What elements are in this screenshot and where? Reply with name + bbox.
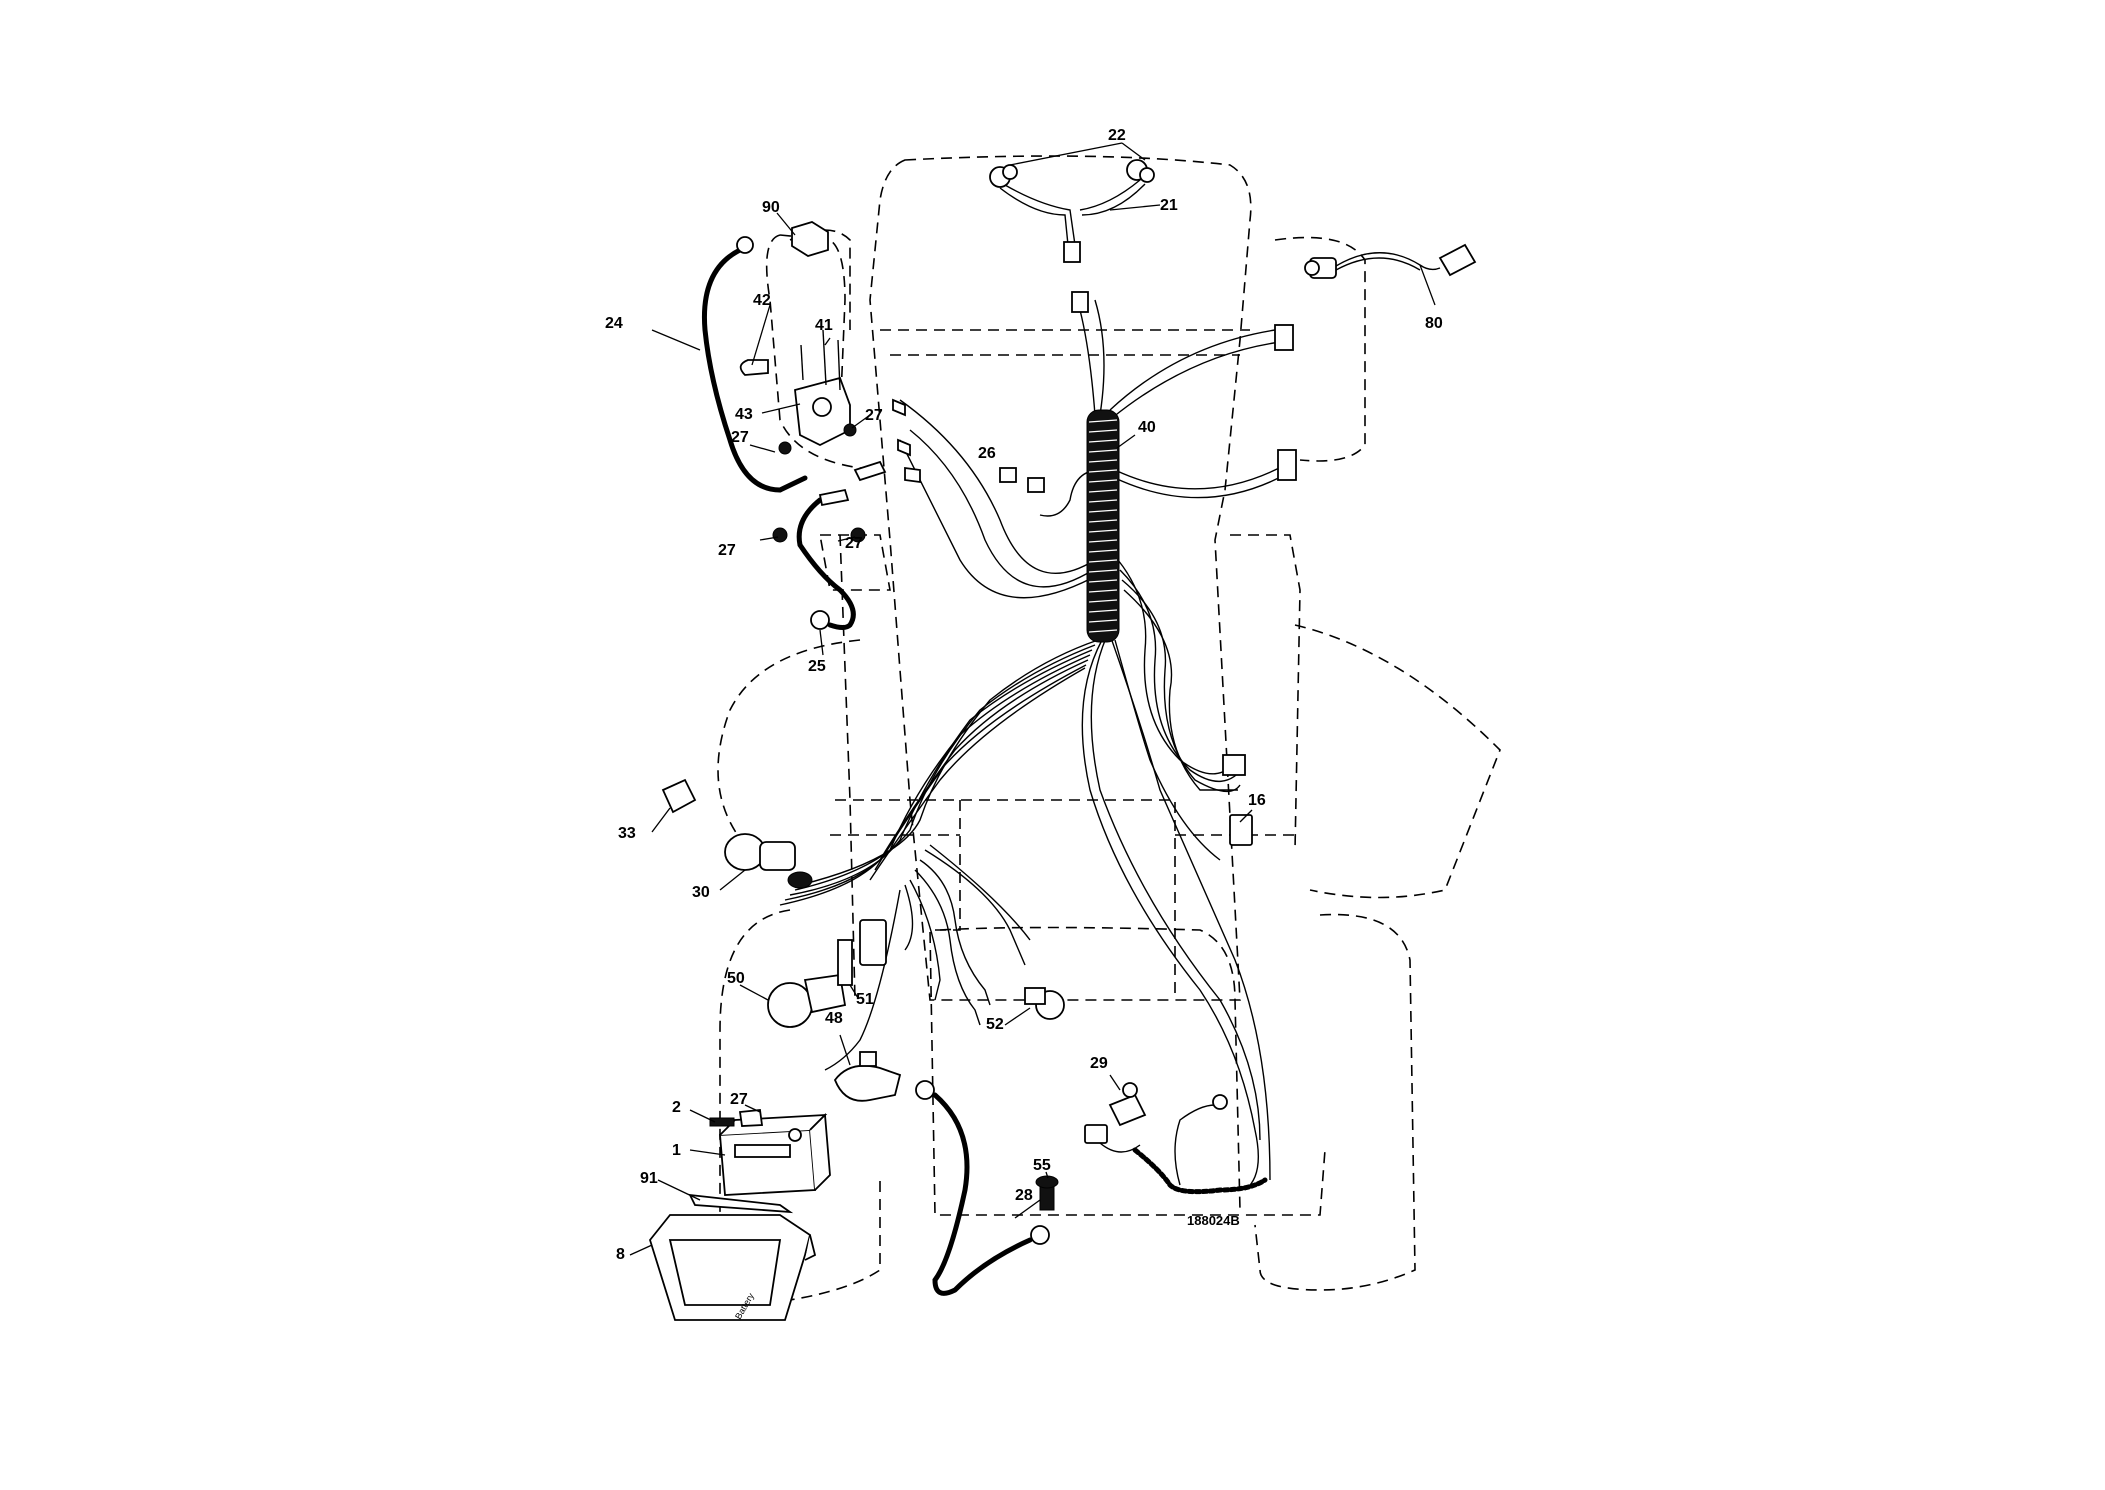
main-wiring-harness: [779, 299, 1291, 1191]
callout-28: 28: [1015, 1187, 1033, 1204]
callout-8: 8: [616, 1246, 625, 1263]
callout-26: 26: [978, 445, 996, 462]
tractor-outline: [717, 155, 1501, 1301]
callout-43: 43: [735, 406, 753, 423]
callout-27-e: 27: [730, 1091, 748, 1108]
connector-90: [791, 221, 829, 257]
callout-42: 42: [753, 292, 771, 309]
callout-27-a: 27: [865, 407, 883, 424]
callout-30: 30: [692, 884, 710, 901]
callout-labels: 22 21 90 24 42 41 43 27 27 27 27 25 26 4…: [605, 127, 1443, 1263]
callout-33: 33: [618, 825, 636, 842]
switch-51: [837, 919, 887, 986]
key-switch-30: [724, 833, 813, 889]
connector-80: [1304, 243, 1477, 279]
relay-33: [661, 778, 697, 814]
callout-48: 48: [825, 1010, 843, 1027]
callout-16: 16: [1248, 792, 1266, 809]
drawing-number: 188024B: [1187, 1213, 1240, 1228]
callout-27-d: 27: [845, 535, 863, 552]
seat-switch-29: [1084, 1082, 1268, 1195]
callout-90: 90: [762, 199, 780, 216]
callout-29: 29: [1090, 1055, 1108, 1072]
callout-51: 51: [856, 991, 874, 1008]
battery-cable-25: [796, 497, 856, 630]
callout-2: 2: [672, 1099, 681, 1116]
callout-21: 21: [1160, 197, 1178, 214]
bulb-48: [833, 1051, 902, 1102]
right-harness-connectors: [1274, 324, 1297, 481]
light-52: [1024, 987, 1065, 1020]
connector-26: [999, 467, 1045, 493]
solenoid-terminals: [818, 398, 921, 507]
battery-1: [719, 1112, 831, 1196]
callout-40: 40: [1138, 419, 1156, 436]
battery-tray-8: Battery: [648, 1214, 817, 1321]
callout-80: 80: [1425, 315, 1443, 332]
hardware-2-27: [709, 1109, 764, 1127]
callout-50: 50: [727, 970, 745, 987]
battery-cable-24: [701, 236, 808, 493]
leader-lines: [629, 142, 1436, 1256]
callout-24: 24: [605, 315, 623, 332]
callout-41: 41: [815, 317, 833, 334]
callout-27-c: 27: [718, 542, 736, 559]
hold-down-91: [688, 1193, 794, 1214]
callout-55: 55: [1033, 1157, 1051, 1174]
callout-91: 91: [640, 1170, 658, 1187]
callout-52: 52: [986, 1016, 1004, 1033]
starter-solenoid: [739, 329, 866, 543]
bolt-55: [1035, 1175, 1059, 1211]
callout-25: 25: [808, 658, 826, 675]
switch-50: [767, 973, 847, 1028]
callout-22: 22: [1108, 127, 1126, 144]
callout-1: 1: [672, 1142, 681, 1159]
switch-16: [1222, 754, 1253, 846]
headlight-assembly: [989, 159, 1155, 313]
callout-27-b: 27: [731, 429, 749, 446]
ground-cable-28: [915, 1080, 1050, 1296]
